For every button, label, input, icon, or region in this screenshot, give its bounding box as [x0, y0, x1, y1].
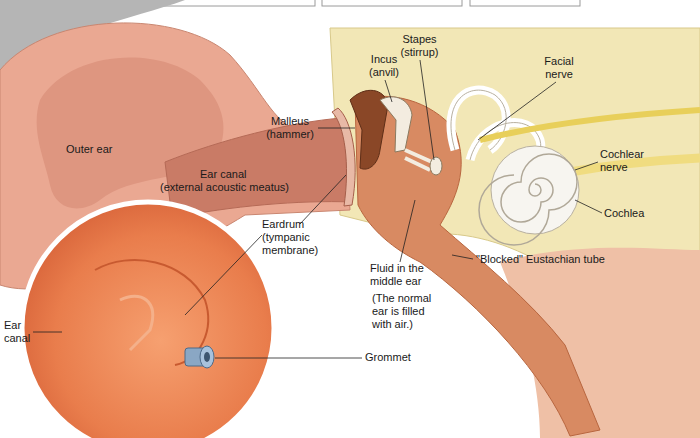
part-label: "Blocked" Eustachian tube — [476, 253, 656, 266]
part-label: Ear canal — [4, 319, 34, 345]
header-bracket — [470, 0, 580, 6]
inset-eardrum-view — [22, 202, 274, 438]
part-label: Cochlear nerve — [600, 148, 660, 174]
part-label: (The normal ear is filled with air.) — [372, 292, 442, 331]
inset-malleus-handle — [120, 296, 153, 350]
eustachian-tube — [355, 96, 600, 436]
part-label: (external acoustic meatus) — [160, 181, 320, 194]
facial-nerve — [480, 110, 700, 140]
eardrum — [332, 108, 355, 206]
incus — [380, 97, 412, 152]
part-label: Eardrum (tympanic membrane) — [262, 218, 324, 257]
cochlear-nerve — [570, 158, 700, 172]
part-label: Stapes (stirrup) — [392, 33, 447, 59]
part-label: Facial nerve — [536, 55, 582, 81]
header-bracket — [322, 0, 462, 6]
part-label: Ear canal — [200, 168, 270, 181]
cochlea-spiral — [479, 154, 577, 245]
part-label: Grommet — [365, 351, 435, 364]
part-label: Outer ear — [66, 143, 136, 156]
grommet-hole — [204, 352, 210, 362]
leader-lines — [33, 60, 602, 358]
ear-canal — [165, 118, 352, 218]
inset-fold — [95, 260, 208, 365]
part-label: Malleus (hammer) — [262, 115, 318, 141]
stapes-footplate — [430, 157, 442, 175]
stapes — [405, 150, 432, 170]
grommet-flange — [200, 346, 214, 368]
part-label: Cochlea — [604, 207, 664, 220]
part-label: Fluid in the middle ear — [370, 262, 442, 288]
